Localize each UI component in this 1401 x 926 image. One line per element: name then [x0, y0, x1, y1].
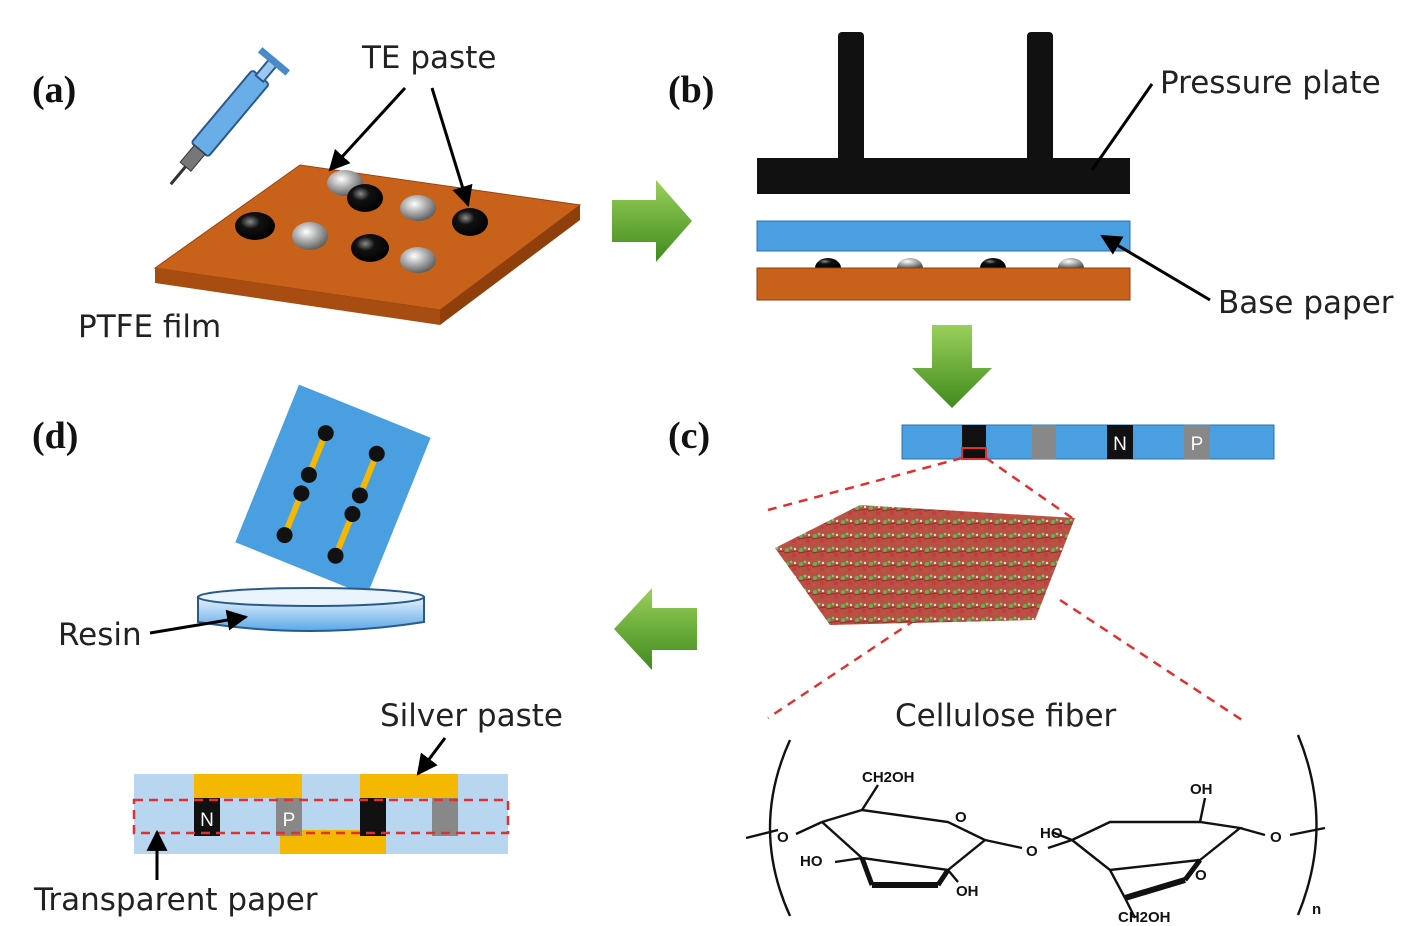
arrow-right-icon: [612, 180, 692, 262]
syringe-icon: [169, 47, 290, 186]
o-ring-right-label: O: [1195, 867, 1207, 884]
ch2oh-bottom-label: CH2OH: [1118, 909, 1171, 926]
o-ring-left-label: O: [955, 809, 967, 826]
silver-paste-arrow: [416, 737, 447, 776]
base-paper-arrow: [1100, 234, 1211, 302]
resin-label: Resin: [58, 617, 142, 653]
n-type-label: N: [1113, 434, 1127, 455]
resin-arrow: [149, 609, 249, 635]
zoom-box: [961, 447, 987, 460]
o-left-label: O: [777, 829, 789, 846]
resin-dish: [197, 587, 425, 632]
ptfe-film-b: [756, 267, 1131, 301]
device-p-block: [276, 798, 302, 836]
element-block-1: [962, 425, 986, 459]
silver-paste-label: Silver paste: [380, 698, 563, 734]
element-block-2: [1032, 425, 1056, 459]
device-n-block: [194, 798, 220, 836]
cellulose-fiber-image: [775, 505, 1075, 625]
te-paste-arrow-2: [430, 87, 473, 208]
ch2oh-top-label: CH2OH: [862, 769, 915, 786]
panel-b-label: (b): [668, 69, 714, 111]
panel-c-label: (c): [668, 415, 710, 457]
ptfe-film-label: PTFE film: [78, 309, 221, 345]
te-paste-drops: [235, 170, 488, 273]
p-type-label: P: [1191, 434, 1204, 455]
panel-d-label: (d): [32, 415, 78, 457]
cellulose-formula: [745, 734, 1326, 919]
ho-left-label: HO: [800, 853, 823, 870]
pressure-plate-label: Pressure plate: [1160, 65, 1381, 101]
n-type-block: [1107, 425, 1133, 459]
arrow-down-icon: [912, 325, 992, 408]
panel-a-label: (a): [32, 69, 76, 111]
zoom-lines: [767, 456, 1246, 724]
oh-bottom-label: OH: [956, 883, 979, 900]
te-paper-strip: [901, 424, 1275, 460]
transparent-paper-label: Transparent paper: [33, 882, 318, 918]
cellulose-atom-labels: O CH2OH O HO OH O HO OH O CH2OH O n: [777, 769, 1321, 926]
base-paper: [756, 220, 1131, 252]
pressure-plate: [757, 32, 1130, 194]
subscript-n-label: n: [1312, 901, 1321, 918]
pressure-plate-pointer: [1090, 83, 1154, 171]
o-link-label: O: [1026, 843, 1038, 860]
ho-ring-label: HO: [1040, 825, 1063, 842]
arrow-left-icon: [614, 588, 697, 670]
te-paper-tilted: [235, 384, 431, 596]
o-right-label: O: [1270, 829, 1282, 846]
base-paper-label: Base paper: [1218, 285, 1394, 321]
assembled-device: [132, 774, 510, 854]
oh-top-right-label: OH: [1190, 781, 1213, 798]
te-paste-label: TE paste: [361, 40, 496, 76]
te-paste-arrow-1: [328, 86, 407, 172]
device-n-label: N: [200, 810, 214, 831]
device-p-label: P: [283, 810, 296, 831]
pressed-paste-drops: [815, 258, 1084, 268]
cellulose-fiber-label: Cellulose fiber: [895, 698, 1117, 734]
p-type-block: [1184, 425, 1210, 459]
